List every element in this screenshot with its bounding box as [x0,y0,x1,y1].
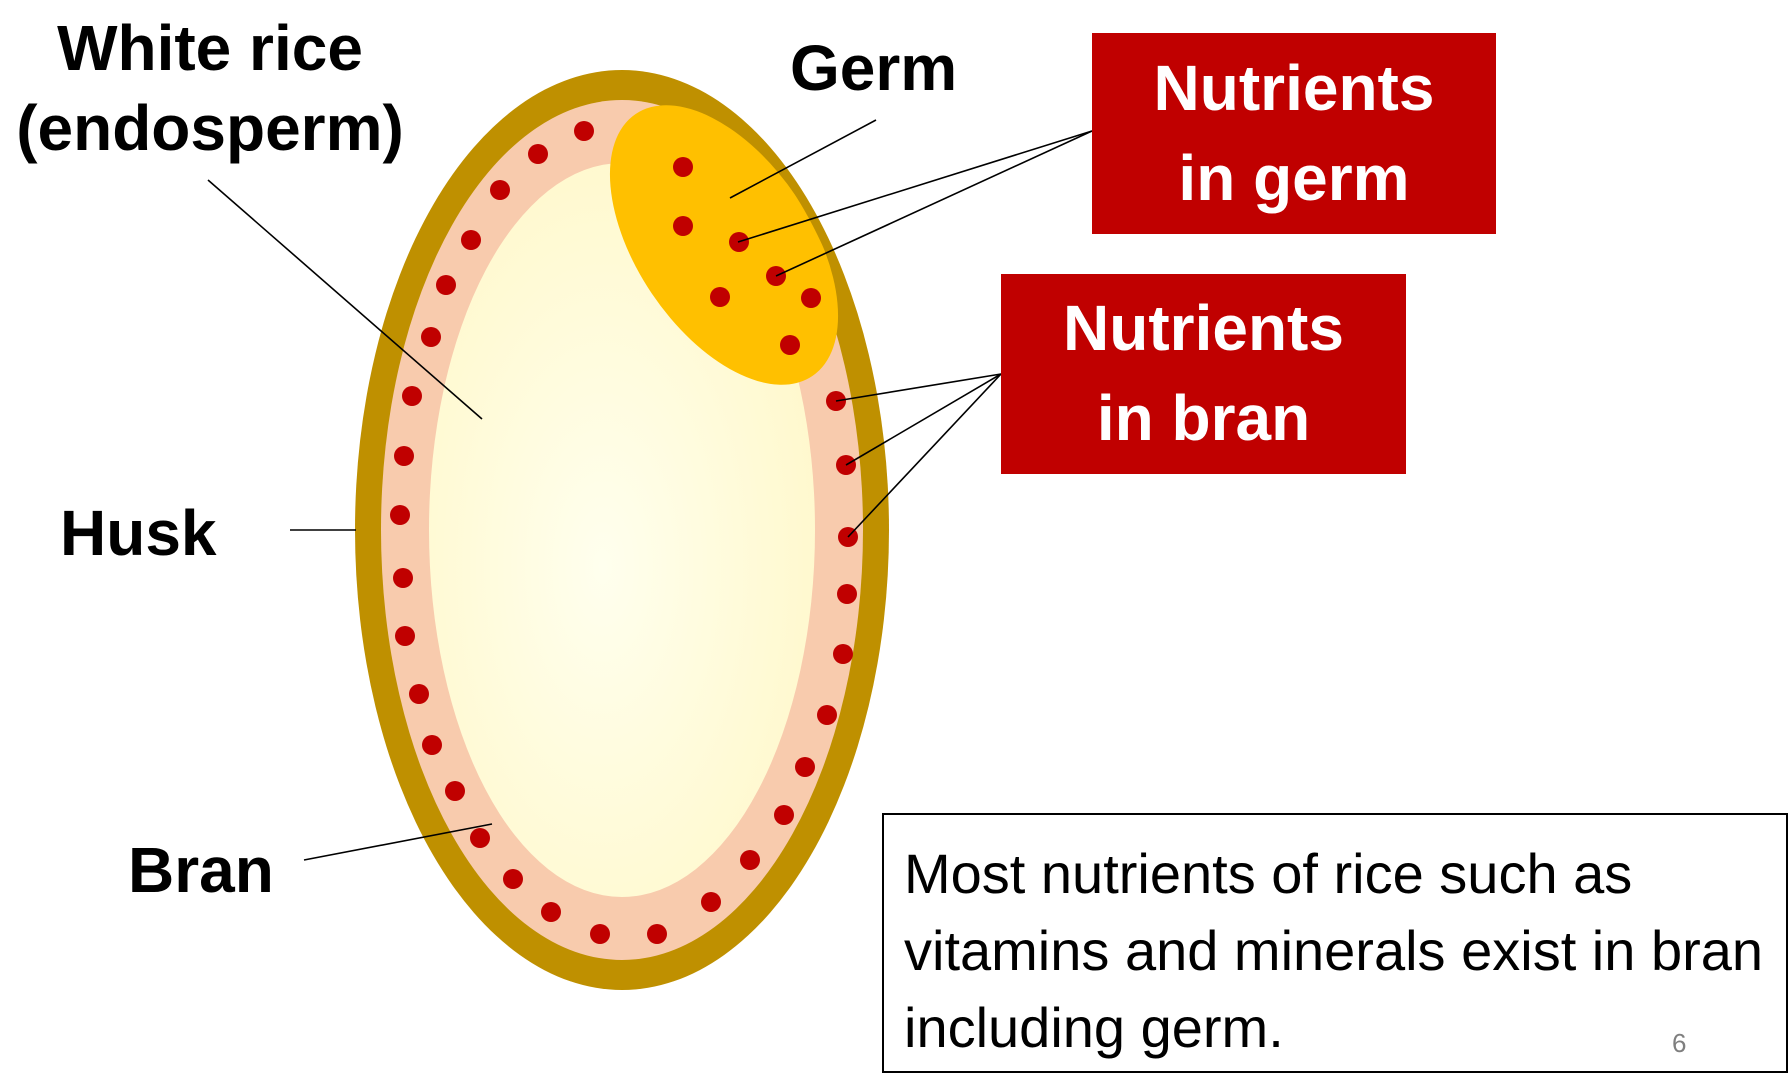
nutrient-dot [402,386,422,406]
nutrient-dot [780,335,800,355]
nutrient-dot [445,781,465,801]
nutrient-dot [394,446,414,466]
nutrient-dot [395,626,415,646]
nutrient-dot [673,216,693,236]
nutrient-dot [795,757,815,777]
white-rice-label: White rice (endosperm) [10,8,410,168]
nutrient-dot [541,902,561,922]
nutrient-dot [393,568,413,588]
nutrient-dot [390,505,410,525]
nutrient-dot [409,684,429,704]
nutrient-dot [436,275,456,295]
nutrient-dot [701,892,721,912]
nutrient-dot [528,144,548,164]
note-box: Most nutrients of rice such as vitamins … [882,813,1788,1073]
bran-label: Bran [128,838,274,902]
nutrient-dot [590,924,610,944]
nutrient-dot [470,828,490,848]
white-rice-label-line1: White rice [10,8,410,88]
nutrient-dot [421,327,441,347]
nutrient-dot [833,644,853,664]
nutrients-in-bran-line1: Nutrients [1001,284,1406,374]
nutrient-dot [422,735,442,755]
note-text: Most nutrients of rice such as vitamins … [904,842,1763,1059]
nutrients-in-germ-box: Nutrients in germ [1092,33,1496,234]
nutrient-dot [647,924,667,944]
nutrient-dot [461,230,481,250]
nutrient-dot [837,584,857,604]
nutrient-dot [740,850,760,870]
husk-label: Husk [60,501,217,565]
nutrient-germ-leader [776,131,1092,276]
nutrient-dot [673,157,693,177]
nutrients-in-germ-line2: in germ [1092,134,1496,224]
nutrient-dot [817,705,837,725]
nutrient-dot [710,287,730,307]
nutrients-in-bran-box: Nutrients in bran [1001,274,1406,474]
nutrients-in-bran-line2: in bran [1001,374,1406,464]
nutrient-dot [574,121,594,141]
white-rice-label-line2: (endosperm) [10,88,410,168]
nutrient-dot [503,869,523,889]
nutrient-dot [774,805,794,825]
nutrient-dot [801,288,821,308]
nutrients-in-germ-line1: Nutrients [1092,44,1496,134]
germ-label: Germ [790,36,957,100]
nutrient-dot [490,180,510,200]
page-number: 6 [1672,1028,1686,1059]
